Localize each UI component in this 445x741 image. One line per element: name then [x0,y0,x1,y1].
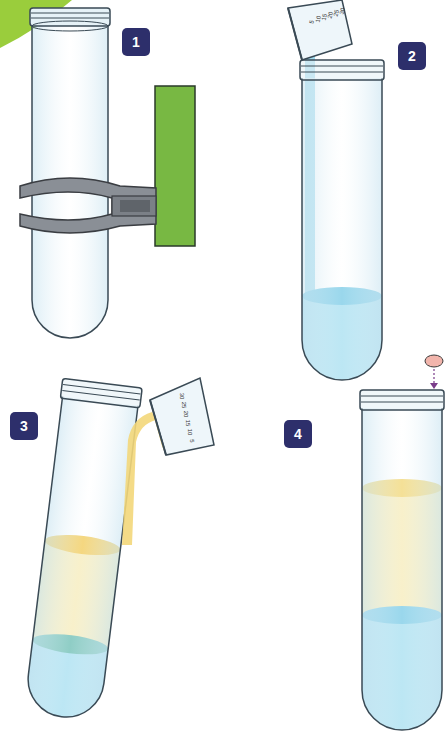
clamped-tube [20,8,195,338]
scale-number: 30 [179,393,185,400]
scale-number: 20 [183,411,189,418]
scale-number: 5 [189,439,195,442]
step-number: 4 [284,420,312,448]
scale-number: 25 [181,402,187,409]
step-number: 3 [10,412,38,440]
scale-number: 30 [338,7,345,15]
layered-tube [360,355,444,730]
water-pouring [288,0,384,380]
scale-number: 10 [187,429,193,436]
oil-pouring [22,378,214,722]
scale-number: 15 [185,420,191,427]
step-number: 1 [122,28,150,56]
step-number: 2 [398,42,426,70]
